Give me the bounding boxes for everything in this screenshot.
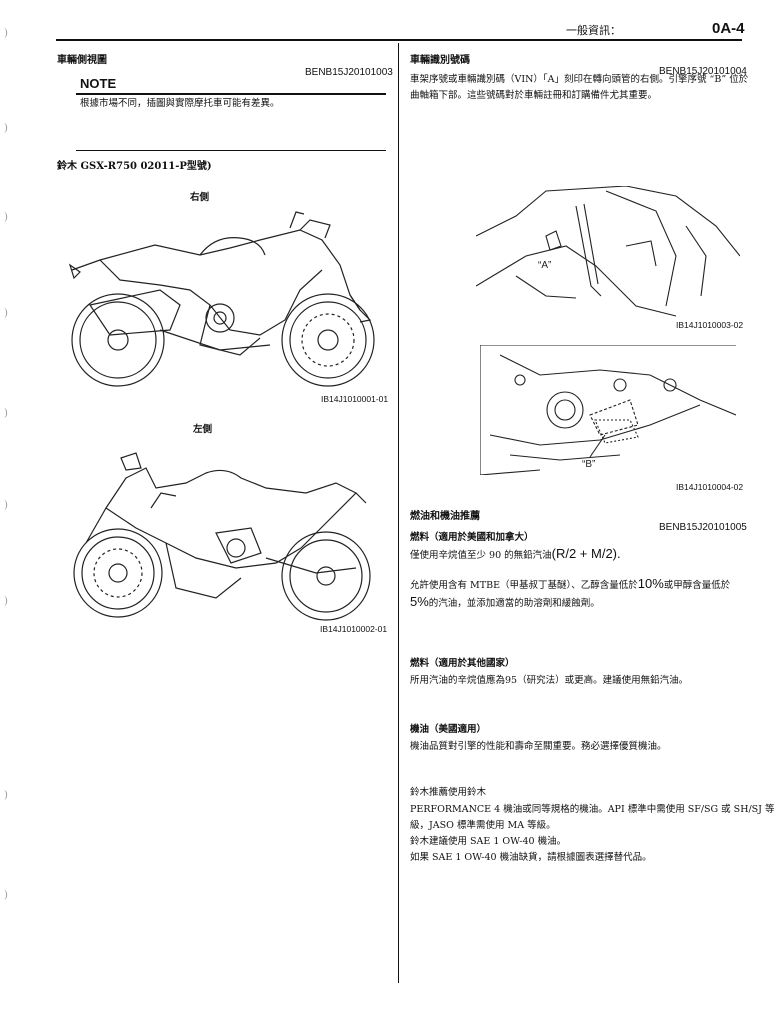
margin-mark: ) xyxy=(4,408,8,419)
mtbe-ethanol-percent: 10% xyxy=(637,576,664,591)
mtbe-line-1: 允許使用含有 MTBE（甲基叔丁基醚）、乙醇含量低於10%或甲醇含量低於 xyxy=(410,576,730,594)
side-view-code: BENB15J20101003 xyxy=(305,67,393,78)
fuel-other-text: 所用汽油的辛烷值應為95（研究法）或更高。建議使用無鉛汽油。 xyxy=(410,675,689,686)
header-section: 一般資訊： xyxy=(566,24,621,37)
note-title: NOTE xyxy=(80,76,117,91)
motorcycle-right-side-illustration xyxy=(68,211,375,387)
mtbe-line-2b: 的汽油，並添加適當的助溶劑和緩蝕劑。 xyxy=(428,598,600,609)
mtbe-line-2: 5%的汽油，並添加適當的助溶劑和緩蝕劑。 xyxy=(410,594,600,612)
right-side-caption: IB14J1010001-01 xyxy=(321,394,389,404)
margin-mark: ) xyxy=(4,123,8,134)
mtbe-line-1c: 或甲醇含量低於 xyxy=(663,580,731,591)
vin-frame-caption: IB14J1010003-02 xyxy=(676,320,744,330)
margin-mark: ) xyxy=(4,890,8,901)
left-side-caption: IB14J1010002-01 xyxy=(320,624,388,634)
suzuki-text-line-4: 如果 SAE 1 OW-40 機油缺貨，請根據圖表選擇替代品。 xyxy=(410,852,652,863)
margin-mark: ) xyxy=(4,500,8,511)
side-view-title: 車輛側視圖 xyxy=(57,55,107,66)
oil-us-title: 機油（美國適用） xyxy=(410,724,487,735)
suzuki-text-line-1: PERFORMANCE 4 機油或同等規格的機油。API 標準中需使用 SF/S… xyxy=(410,804,775,815)
fuel-other-title: 燃料（適用於其他國家） xyxy=(410,658,515,669)
margin-mark: ) xyxy=(4,790,8,801)
note-rule xyxy=(76,93,386,95)
fuel-oil-code: BENB15J20101005 xyxy=(659,522,747,533)
engine-number-illustration: “B” xyxy=(480,345,736,475)
page-number: 0A-4 xyxy=(712,20,745,37)
note-end-rule xyxy=(76,150,386,151)
fuel-oil-title: 燃油和機油推薦 xyxy=(410,511,480,522)
suzuki-title: 鈴木推薦使用鈴木 xyxy=(410,787,487,798)
header-rule xyxy=(56,39,742,41)
mtbe-line-1a: 允許使用含有 MTBE（甲基叔丁基醚）、乙醇含量低於 xyxy=(410,580,638,591)
label-a: “A” xyxy=(538,260,551,271)
margin-mark: ) xyxy=(4,308,8,319)
suzuki-text-line-2: 級，JASO 標準需使用 MA 等級。 xyxy=(410,820,556,831)
label-b: “B” xyxy=(582,459,595,470)
model-title: 鈴木 GSX-R750 02011-P型號) xyxy=(57,161,212,172)
fuel-us-formula: (R/2 + M/2). xyxy=(551,546,621,561)
right-side-label: 右側 xyxy=(190,192,210,203)
vin-text-line-1: 車架序號或車輛識別碼（VIN）「A」刻印在轉向頭管的右側。引擎序號 “B” 位於 xyxy=(410,74,749,85)
margin-mark: ) xyxy=(4,596,8,607)
vin-text-line-2: 曲軸箱下部。這些號碼對於車輛註冊和訂購備件尤其重要。 xyxy=(410,90,658,101)
margin-mark: ) xyxy=(4,212,8,223)
left-side-label: 左側 xyxy=(193,424,213,435)
vin-title: 車輛識別號碼 xyxy=(410,55,470,66)
fuel-us-text-main: 僅使用辛烷值至少 90 的無鉛汽油 xyxy=(410,550,552,561)
vin-frame-illustration: “A” xyxy=(476,186,740,317)
column-divider xyxy=(398,43,399,983)
note-text: 根據市場不同，插圖與實際摩托車可能有差異。 xyxy=(80,98,280,109)
vin-code: BENB15J20101004 xyxy=(659,66,747,77)
oil-us-text: 機油品質對引擎的性能和壽命至關重要。務必選擇優質機油。 xyxy=(410,741,667,752)
suzuki-text-line-3: 鈴木建議使用 SAE 1 OW-40 機油。 xyxy=(410,836,567,847)
fuel-us-text: 僅使用辛烷值至少 90 的無鉛汽油(R/2 + M/2). xyxy=(410,546,621,564)
margin-mark: ) xyxy=(4,28,8,39)
motorcycle-left-side-illustration xyxy=(73,452,371,621)
fuel-us-title: 燃料（適用於美國和加拿大） xyxy=(410,532,534,543)
mtbe-methanol-percent: 5% xyxy=(410,594,429,609)
engine-number-caption: IB14J1010004-02 xyxy=(676,482,744,492)
